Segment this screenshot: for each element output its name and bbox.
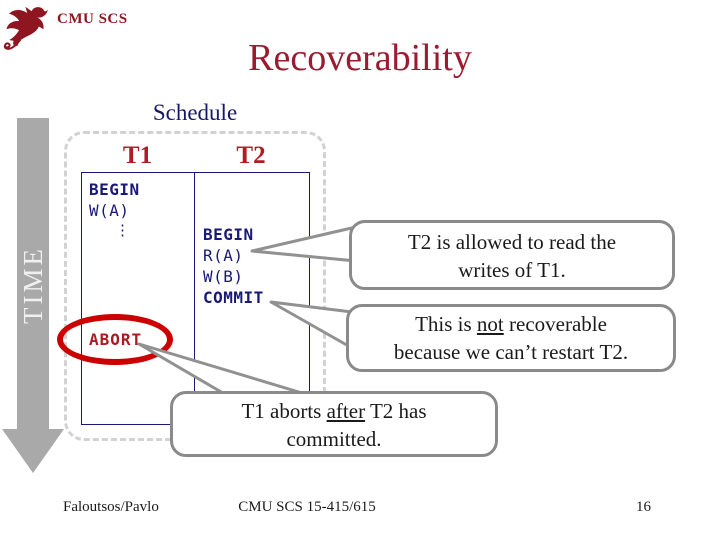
callout-aborts-after-line2: committed. — [286, 427, 382, 451]
slide-title: Recoverability — [248, 37, 472, 79]
t2-op-read-a: R(A) — [203, 246, 244, 265]
callout-read-writes: T2 is allowed to read the writes of T1. — [349, 220, 675, 290]
t2-column: BEGIN R(A) W(B) COMMIT — [195, 173, 309, 424]
time-arrow-shaft — [17, 118, 49, 429]
time-arrow-head — [2, 429, 64, 473]
callout-not-recoverable-line2: because we can’t restart T2. — [393, 340, 629, 364]
callout-aborts-after-line1: T1 aborts after T2 has — [173, 397, 495, 425]
callout-aborts-after-pre: T1 aborts — [241, 399, 327, 423]
callout-not-recoverable-post: recoverable — [503, 312, 607, 336]
callout-read-writes-line1: T2 is allowed to read the — [407, 230, 617, 254]
t2-op-write-b: W(B) — [203, 267, 244, 286]
footer-page-number: 16 — [636, 499, 651, 515]
cmu-dragon-logo-icon — [3, 6, 48, 50]
callout-not-recoverable-underlined: not — [476, 312, 504, 336]
t1-op-begin: BEGIN — [89, 180, 140, 199]
callout-not-recoverable-line1: This is not recoverable — [349, 310, 673, 338]
callout-read-writes-line2: writes of T1. — [458, 258, 566, 282]
t2-op-commit: COMMIT — [203, 288, 264, 307]
callout-aborts-after-post: T2 has — [365, 399, 427, 423]
t1-ellipsis: ⋮ — [115, 221, 131, 239]
brand-label: CMU SCS — [57, 11, 128, 27]
t1-op-write-a: W(A) — [89, 201, 130, 220]
callout-aborts-after: T1 aborts after T2 has committed. — [170, 391, 498, 457]
footer-authors: Faloutsos/Pavlo — [63, 499, 159, 515]
callout-not-recoverable: This is not recoverable because we can’t… — [346, 304, 676, 372]
footer-course: CMU SCS 15-415/615 — [238, 499, 376, 515]
time-label: TIME — [18, 246, 48, 324]
abort-highlight-ellipse — [57, 314, 173, 365]
t2-column-header: T2 — [236, 142, 266, 169]
callout-not-recoverable-pre: This is — [415, 312, 477, 336]
t1-op-abort: ABORT — [89, 330, 143, 349]
time-arrow: TIME — [2, 118, 64, 473]
schedule-table: BEGIN W(A) ⋮ BEGIN R(A) W(B) COMMIT — [81, 172, 310, 425]
t1-column-header: T1 — [122, 142, 153, 169]
t2-op-begin: BEGIN — [203, 225, 254, 244]
callout-aborts-after-underlined: after — [326, 399, 366, 423]
t1-column: BEGIN W(A) ⋮ — [82, 173, 195, 424]
schedule-label: Schedule — [152, 100, 238, 125]
